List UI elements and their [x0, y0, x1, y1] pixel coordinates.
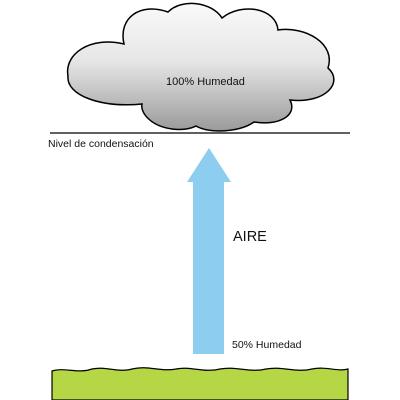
- air-label: AIRE: [233, 229, 267, 245]
- cloud-shape: [66, 2, 335, 132]
- ground-humidity-label: 50% Humedad: [232, 339, 302, 351]
- air-arrow: [187, 148, 231, 354]
- condensation-level-label: Nivel de condensación: [48, 138, 154, 150]
- cloud-humidity-label: 100% Humedad: [166, 76, 245, 88]
- ground-strip: [51, 367, 349, 400]
